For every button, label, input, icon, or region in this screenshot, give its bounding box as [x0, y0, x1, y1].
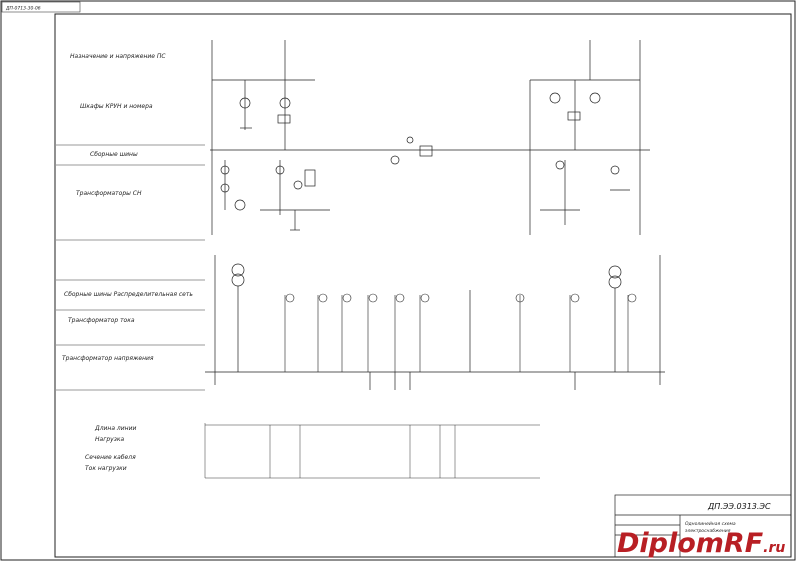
title-block	[614, 494, 792, 558]
table-label-1: Длина линии	[94, 425, 136, 432]
inner-frame	[54, 13, 792, 558]
stamp-subtitle: электроснабжения	[685, 528, 731, 534]
corner-code-box	[1, 1, 81, 13]
panel-label-6: Трансформатор тока	[68, 317, 135, 324]
stamp-code: ДП.ЭЭ.0313.ЭС	[707, 502, 771, 511]
table-label-3: Сечение кабеля	[85, 454, 136, 461]
stamp-title: Однолинейная схема	[685, 521, 736, 527]
panel-label-4: Трансформаторы СН	[76, 190, 142, 197]
panel-label-2: Шкафы КРУН и номера	[80, 103, 153, 110]
panel-label-1: Назначение и напряжение ПС	[70, 53, 166, 60]
lower-switchgear	[205, 255, 665, 390]
data-table	[204, 423, 540, 479]
sectional-switch	[380, 136, 530, 165]
feeder-cells	[284, 293, 637, 372]
upper-left-cell	[210, 40, 380, 235]
corner-code: ДП-0713-30-06	[5, 6, 41, 12]
upper-right-cell	[529, 40, 650, 235]
table-label-4: Ток нагрузки	[85, 465, 127, 472]
panel-label-5: Сборные шины Распределительная сеть	[64, 291, 193, 298]
panel-label-7: Трансформатор напряжения	[62, 355, 154, 362]
watermark-brand: DiplomRF.ru	[617, 528, 785, 559]
left-panel	[56, 144, 205, 391]
watermark-logo: DiplomRF.ru	[617, 528, 785, 559]
panel-label-3: Сборные шины	[90, 151, 138, 158]
table-label-2: Нагрузка	[95, 436, 125, 443]
